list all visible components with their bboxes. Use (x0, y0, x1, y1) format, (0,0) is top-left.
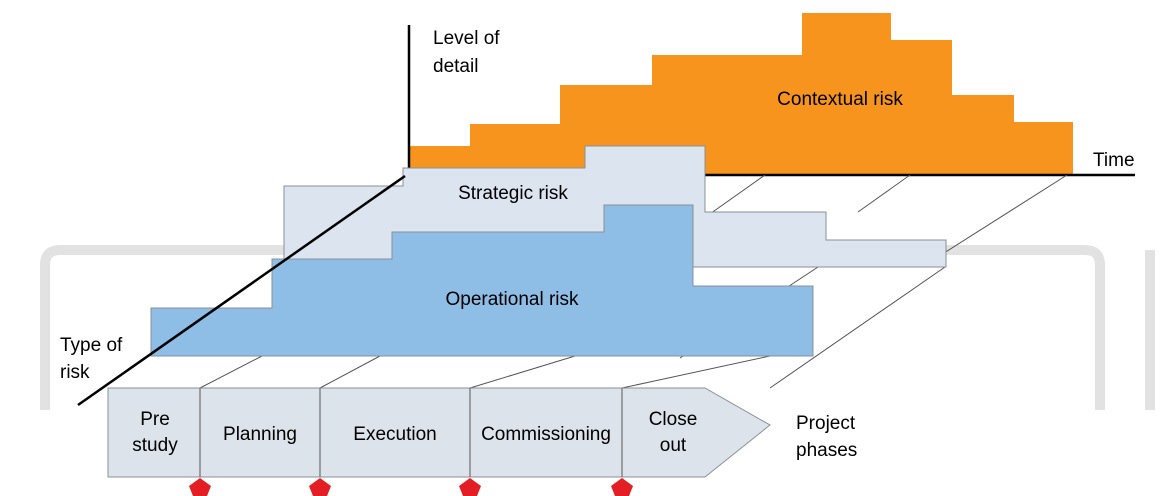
type-of-risk-label: risk (60, 362, 90, 383)
guide-line (199, 355, 263, 389)
phase-close-out-label: Close (649, 409, 698, 430)
contextual-risk-label: Contextual risk (777, 89, 903, 110)
pentagon-milestone-icon (459, 478, 481, 496)
level-of-detail-label: Level of (433, 28, 500, 49)
phase-execution-label: Execution (353, 424, 436, 445)
phase-close-out-label: out (660, 435, 687, 456)
operational-risk-layer (150, 204, 814, 357)
phase-pre-study-label: study (132, 435, 178, 456)
phase-commissioning-label: Commissioning (481, 424, 611, 445)
guide-line (469, 355, 576, 389)
pentagon-milestone-icon (611, 478, 633, 496)
type-of-risk-label: Type of (60, 335, 123, 356)
phase-planning-label: Planning (223, 424, 297, 445)
guide-line (706, 174, 766, 217)
pentagon-milestone-icon (309, 478, 331, 496)
operational-risk-label: Operational risk (445, 289, 579, 310)
pentagon-milestone-icon (189, 478, 211, 496)
guide-line (769, 266, 946, 389)
guide-line (621, 355, 771, 389)
phase-pre-study-label: Pre (140, 409, 170, 430)
project-phases-label: phases (796, 440, 857, 461)
time-label: Time (1093, 150, 1135, 171)
guide-line (319, 355, 381, 389)
guide-line (857, 174, 911, 213)
strategic-risk-label: Strategic risk (458, 183, 568, 204)
type-of-risk-axis (77, 174, 406, 407)
level-of-detail-label: detail (433, 56, 478, 77)
project-phases-label: Project (796, 413, 856, 434)
contextual-risk-layer (410, 13, 1073, 174)
project-phases-bar (107, 387, 771, 478)
